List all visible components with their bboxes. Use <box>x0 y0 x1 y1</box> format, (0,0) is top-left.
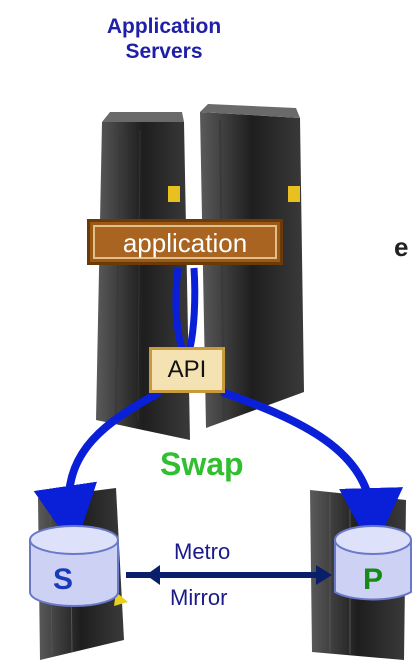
disk-secondary <box>29 525 119 607</box>
primary-disk-label: P <box>363 563 384 596</box>
disk-primary <box>334 525 412 601</box>
app-api-connector <box>172 267 199 350</box>
secondary-disk-label: S <box>53 563 74 596</box>
cropped-text-fragment: e <box>394 232 409 262</box>
arrow-to-secondary <box>33 388 162 550</box>
metro-mirror-link <box>126 565 332 585</box>
metro-label: Metro <box>174 539 231 564</box>
mirror-label: Mirror <box>170 585 228 610</box>
arrow-to-primary <box>220 388 404 552</box>
diagram-title: Application Servers <box>106 15 222 63</box>
application-label: application <box>93 225 277 259</box>
api-box: API <box>149 347 225 393</box>
application-box: application <box>87 219 283 265</box>
swap-label: Swap <box>160 446 244 482</box>
